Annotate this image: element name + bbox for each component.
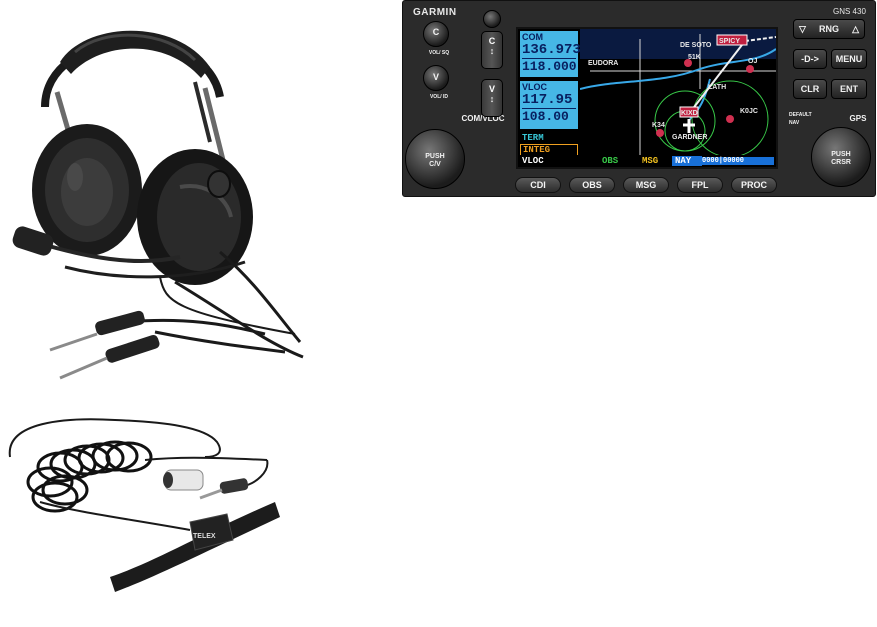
map-label-lath: LATH: [708, 84, 726, 91]
softkey-obs[interactable]: OBS: [569, 177, 615, 193]
push-cv-label: PUSH C/V: [425, 153, 445, 168]
map-label-spicy: SPICY: [719, 38, 740, 45]
com-knob-label: C: [432, 27, 440, 37]
com-frequency-box: COM 136.973 118.000: [520, 31, 581, 77]
status-vloc: VLOC: [522, 156, 544, 166]
softkey-fpl-label: FPL: [691, 180, 709, 190]
direct-to-key[interactable]: -D->: [793, 49, 827, 69]
softkey-fpl[interactable]: FPL: [677, 177, 723, 193]
range-down-icon: ▽: [799, 23, 806, 34]
com-label: COM: [522, 32, 543, 42]
softkey-msg-label: MSG: [635, 180, 657, 190]
vloc-volume-knob[interactable]: [423, 65, 449, 91]
map-label-kojc: K0JC: [740, 108, 758, 115]
model-label: GNS 430: [833, 7, 866, 16]
com-flip-label: C: [488, 36, 496, 46]
map-label-de-soto: DE SOTO: [680, 42, 712, 49]
softkey-proc[interactable]: PROC: [731, 177, 777, 193]
vloc-flip-flop-key[interactable]: V↕: [481, 79, 503, 117]
screen-status-bar: VLOC OBS MSG NAY 0000|00000: [518, 155, 776, 167]
map-label-gardner: GARDNER: [672, 134, 707, 141]
push-crsr-label: PUSH CRSR: [831, 151, 851, 166]
swap-arrows-icon: ↕: [489, 46, 495, 56]
vol-id-label: VOL/ ID: [429, 94, 449, 100]
display-screen: COM 136.973 118.000 VLOC 117.95 108.00 T…: [516, 27, 778, 169]
softkey-cdi[interactable]: CDI: [515, 177, 561, 193]
range-key[interactable]: ▽ RNG △: [793, 19, 865, 39]
vloc-flip-label: V: [488, 84, 495, 94]
enter-key[interactable]: ENT: [831, 79, 867, 99]
vloc-frequency-box: VLOC 117.95 108.00: [520, 81, 578, 129]
gps-push-cursor-knob[interactable]: [811, 127, 871, 187]
status-obs: OBS: [602, 156, 619, 166]
default-nav-label: DEFAULT NAV: [789, 112, 812, 126]
com-vloc-label: COM/VLOC: [461, 114, 505, 123]
moving-map: DE SOTO SPICY EUDORA 51K OJ LATH K0JC KI…: [580, 29, 776, 155]
swap-arrows-icon: ↕: [489, 94, 495, 104]
map-label-k34: K34: [652, 122, 665, 129]
telex-headset-cord-photo: TELEX: [8, 418, 280, 592]
vol-sq-label: VOL/ SQ: [428, 50, 450, 56]
map-label-oj: OJ: [748, 58, 757, 65]
range-key-label: RNG: [819, 24, 839, 34]
status-nav: NAY: [672, 156, 702, 166]
map-label-kixd: KIXD: [681, 110, 698, 117]
status-cdi: 0000|00000: [702, 157, 774, 165]
softkey-obs-label: OBS: [582, 180, 602, 190]
softkey-cdi-label: CDI: [530, 180, 546, 190]
direct-to-label: -D->: [801, 54, 819, 64]
vloc-active-frequency: 117.95: [522, 92, 573, 108]
com-volume-knob[interactable]: [423, 21, 449, 47]
power-volume-knob[interactable]: [483, 10, 501, 28]
map-label-51k: 51K: [688, 54, 701, 61]
gps-label: GPS: [849, 114, 867, 123]
menu-key[interactable]: MENU: [831, 49, 867, 69]
aviation-headset-photo: [12, 30, 304, 380]
garmin-brand-logo: GARMIN: [413, 7, 457, 18]
menu-key-label: MENU: [835, 54, 863, 64]
garmin-gns430-unit: GARMIN GNS 430 C VOL/ SQ V VOL/ ID COM/V…: [402, 0, 876, 197]
clear-key-label: CLR: [800, 84, 820, 94]
com-flip-flop-key[interactable]: C↕: [481, 31, 503, 69]
com-vloc-push-knob[interactable]: [405, 129, 465, 189]
vloc-knob-label: V: [432, 72, 439, 82]
com-standby-frequency: 118.000: [522, 58, 577, 74]
map-label-eudora: EUDORA: [588, 60, 618, 67]
softkey-msg[interactable]: MSG: [623, 177, 669, 193]
vloc-standby-frequency: 108.00: [522, 108, 576, 124]
term-status: TERM: [522, 133, 544, 143]
telex-logo-text: TELEX: [193, 533, 216, 540]
clear-key[interactable]: CLR: [793, 79, 827, 99]
vloc-label: VLOC: [522, 82, 548, 92]
enter-key-label: ENT: [840, 84, 858, 94]
range-up-icon: △: [852, 23, 859, 34]
status-msg: MSG: [642, 156, 659, 166]
com-active-frequency: 136.973: [522, 42, 581, 58]
softkey-proc-label: PROC: [740, 180, 767, 190]
